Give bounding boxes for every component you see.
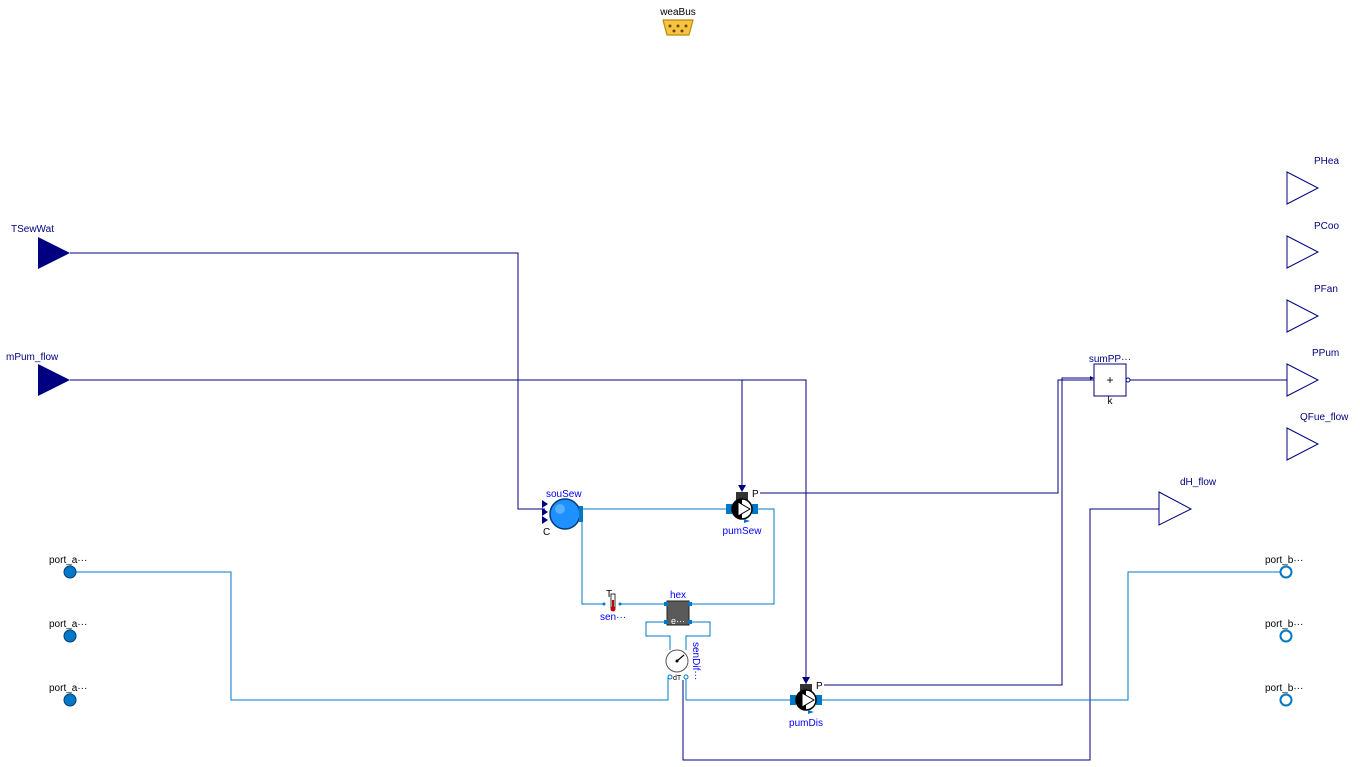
- output-pfan[interactable]: PFan: [1286, 284, 1338, 333]
- connection-hex-sendif-a[interactable]: [645, 621, 671, 650]
- weather-bus-label: weaBus: [659, 7, 696, 18]
- port-b-2[interactable]: port_b···: [1265, 619, 1303, 643]
- pumsew-input-arrow-icon: [738, 485, 746, 492]
- component-pumdis[interactable]: P pumDis: [789, 677, 823, 729]
- input-mpum-flow-label: mPum_flow: [6, 352, 59, 363]
- component-sumpp[interactable]: sumPP··· + k: [1089, 354, 1131, 407]
- hex-body-label: e···: [671, 616, 685, 626]
- output-qfue-flow-label: QFue_flow: [1300, 412, 1349, 423]
- sent-label: sen···: [600, 612, 626, 623]
- output-pfan-label: PFan: [1314, 284, 1338, 295]
- connection-pumdis-portb[interactable]: [820, 571, 1286, 701]
- output-triangle-icon: [1286, 171, 1320, 205]
- sendif-pin-label: dT: [673, 675, 682, 682]
- output-phea[interactable]: PHea: [1286, 156, 1339, 205]
- output-pcoo-label: PCoo: [1314, 221, 1339, 232]
- output-triangle-icon: [1286, 299, 1320, 333]
- port-a-icon: [63, 629, 77, 643]
- port-a-2-label: port_a···: [49, 619, 87, 630]
- pumdis-input-arrow-icon: [802, 677, 810, 684]
- port-b-icon: [1279, 565, 1293, 579]
- sousew-sub-label: C: [543, 527, 550, 538]
- component-sendif[interactable]: dT senDif···: [665, 642, 701, 682]
- component-sousew[interactable]: souSew C: [542, 489, 583, 538]
- port-b-1-label: port_b···: [1265, 555, 1303, 566]
- component-hex[interactable]: hex e···: [664, 590, 692, 626]
- signal-connections: [70, 252, 1287, 761]
- connection-mpum-flow[interactable]: [70, 379, 807, 684]
- output-dh-flow[interactable]: dH_flow: [1158, 477, 1217, 526]
- port-b-icon: [1279, 629, 1293, 643]
- input-mpum-flow[interactable]: mPum_flow: [6, 352, 70, 396]
- port-a-3[interactable]: port_a···: [49, 683, 87, 707]
- sendif-label: senDif···: [690, 642, 701, 680]
- output-dh-flow-label: dH_flow: [1180, 477, 1217, 488]
- connection-pumsew-sumpp[interactable]: [760, 379, 1094, 494]
- pumsew-pin-label: P: [752, 489, 759, 500]
- component-pumsew[interactable]: P pumSew: [723, 485, 763, 537]
- output-triangle-icon: [1286, 235, 1320, 269]
- output-triangle-icon: [1158, 491, 1193, 526]
- hex-label: hex: [670, 590, 686, 601]
- port-b-3[interactable]: port_b···: [1265, 683, 1303, 707]
- output-pcoo[interactable]: PCoo: [1286, 221, 1339, 269]
- output-triangle-icon: [1286, 427, 1320, 461]
- input-tsewwat[interactable]: TSewWat: [11, 224, 70, 269]
- sousew-sphere-icon: [549, 498, 581, 530]
- port-a-1[interactable]: port_a···: [49, 555, 87, 579]
- output-triangle-icon: [1286, 363, 1320, 397]
- input-triangle-icon: [38, 237, 70, 269]
- pumdis-label: pumDis: [789, 718, 823, 729]
- connection-porta-sendif[interactable]: [70, 571, 669, 701]
- port-b-icon: [1279, 693, 1293, 707]
- input-tsewwat-label: TSewWat: [11, 224, 54, 235]
- component-sent[interactable]: T sen···: [600, 589, 626, 623]
- output-ppum-label: PPum: [1312, 348, 1339, 359]
- connection-tsewwat-sousew[interactable]: [70, 252, 545, 510]
- sousew-label: souSew: [546, 489, 582, 500]
- port-b-2-label: port_b···: [1265, 619, 1303, 630]
- output-qfue-flow[interactable]: QFue_flow: [1286, 412, 1349, 461]
- connection-pumdis-sumpp[interactable]: [824, 377, 1094, 686]
- port-a-3-label: port_a···: [49, 683, 87, 694]
- sumpp-sub-label: k: [1108, 396, 1114, 407]
- port-a-2[interactable]: port_a···: [49, 619, 87, 643]
- sent-pin-label: T: [606, 589, 612, 600]
- port-a-icon: [63, 565, 77, 579]
- weather-bus[interactable]: weaBus: [659, 7, 696, 36]
- sumpp-label: sumPP···: [1089, 354, 1131, 365]
- connection-pumsew-hex[interactable]: [690, 508, 775, 605]
- output-phea-label: PHea: [1314, 156, 1339, 167]
- sum-block-icon: [1093, 363, 1127, 397]
- fluid-connections: [70, 508, 1286, 701]
- connection-hex-sendif-b[interactable]: [685, 621, 711, 650]
- port-a-icon: [63, 693, 77, 707]
- port-a-1-label: port_a···: [49, 555, 87, 566]
- sousew-input-arrow-icon: [542, 500, 548, 508]
- heat-exchanger-icon: [666, 600, 690, 626]
- pumdis-pin-label: P: [816, 681, 823, 692]
- connection-sendif-pumdis[interactable]: [685, 678, 792, 701]
- input-triangle-icon: [38, 364, 70, 396]
- connection-sousew-sent[interactable]: [581, 509, 604, 605]
- output-ppum[interactable]: PPum: [1286, 348, 1339, 397]
- connection-sendif-dhflow[interactable]: [682, 508, 1159, 761]
- port-b-1[interactable]: port_b···: [1265, 555, 1303, 579]
- port-b-3-label: port_b···: [1265, 683, 1303, 694]
- sumpp-sign: +: [1106, 373, 1113, 387]
- pumsew-label: pumSew: [723, 526, 763, 537]
